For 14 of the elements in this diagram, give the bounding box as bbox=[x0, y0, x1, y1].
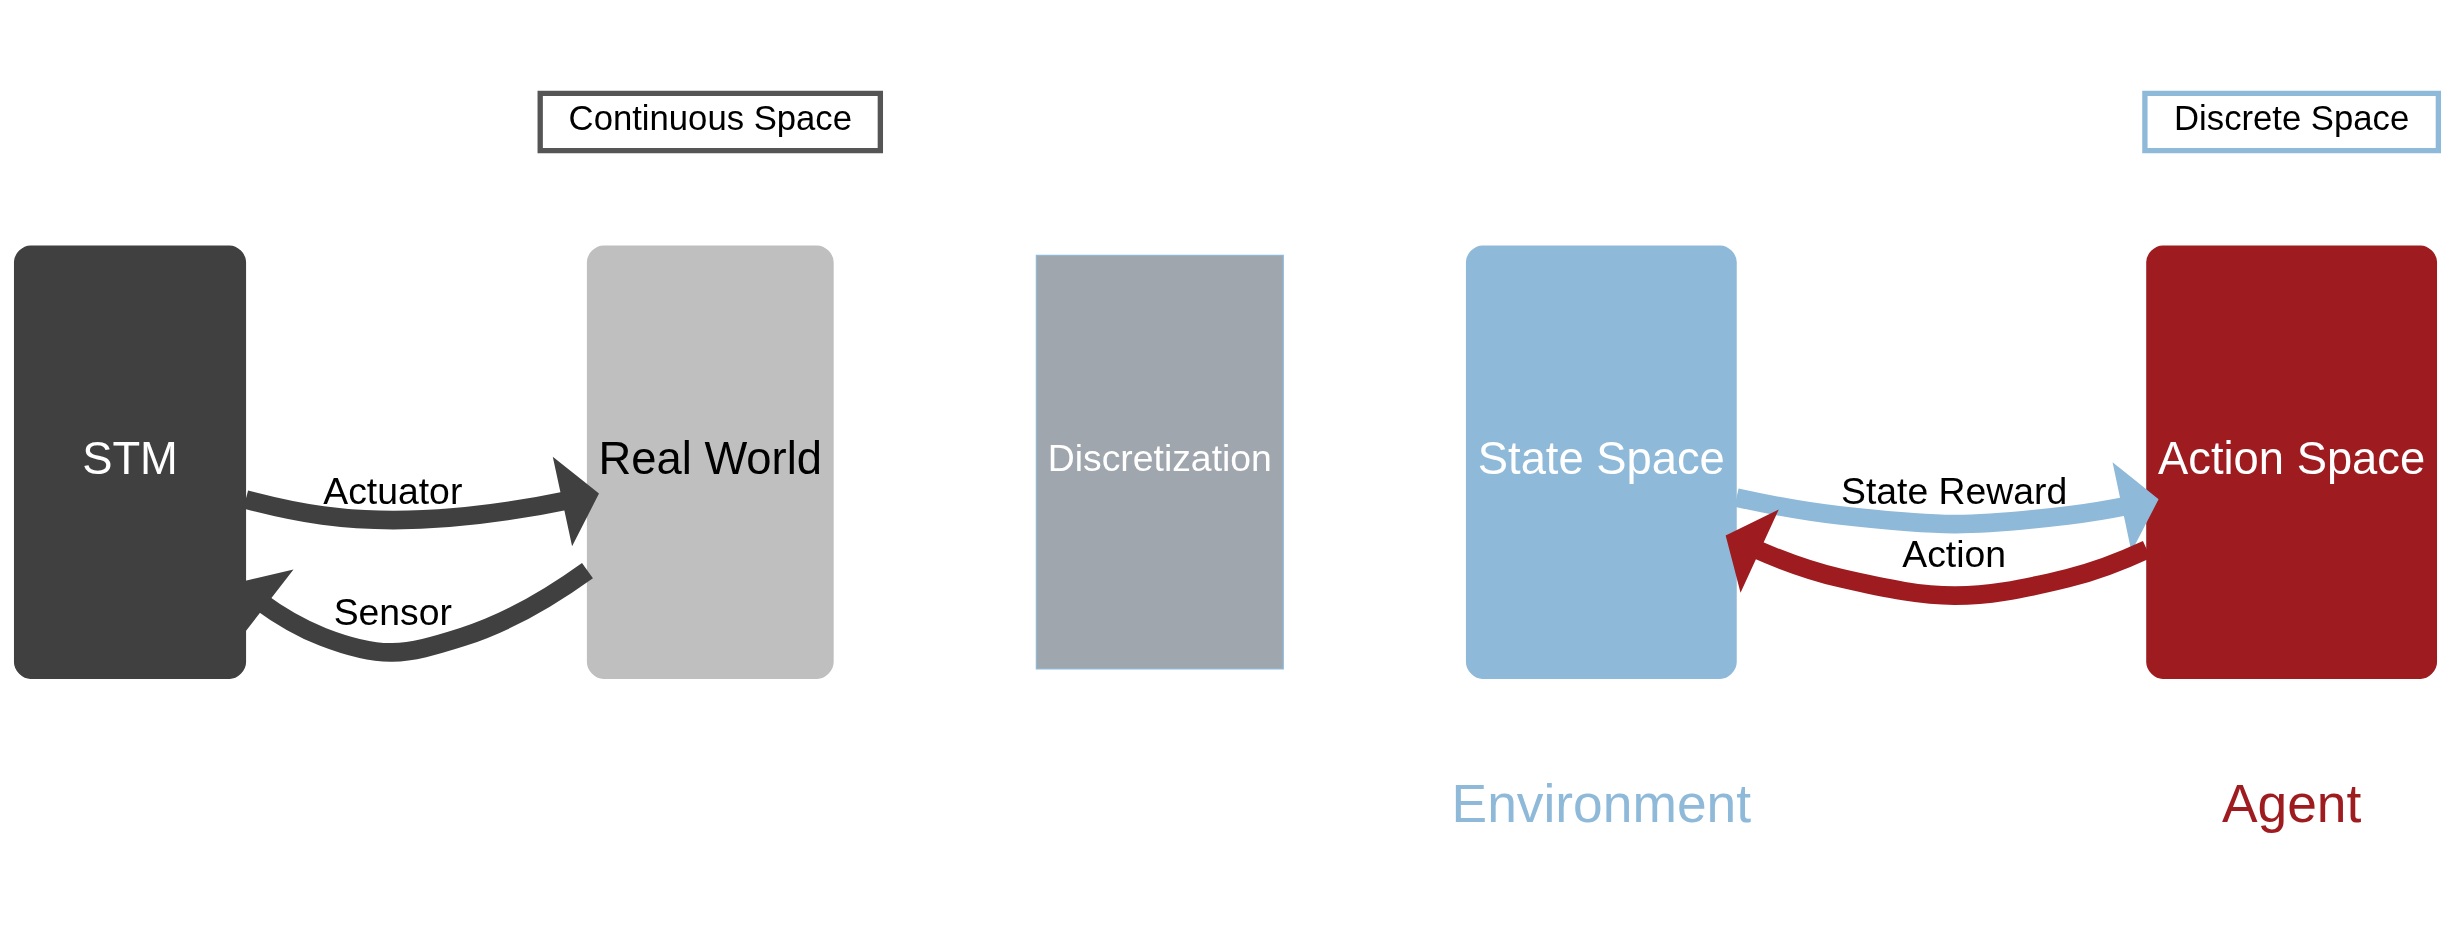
node-box: Discrete Space bbox=[2142, 90, 2442, 154]
edge-label: Sensor bbox=[333, 591, 452, 634]
label: Agent bbox=[2221, 774, 2362, 834]
node-box: Discretization bbox=[1035, 254, 1284, 670]
edge-label: Actuator bbox=[323, 470, 463, 513]
edge-label: Action bbox=[1902, 532, 2007, 575]
edge-label: State Reward bbox=[1841, 470, 2068, 513]
node-box: STM bbox=[13, 245, 247, 679]
node-box: Action Space bbox=[2146, 245, 2438, 679]
label: Environment bbox=[1451, 774, 1752, 834]
node-box: Continuous Space bbox=[537, 90, 883, 154]
node-box: Real World bbox=[586, 245, 834, 679]
arrow bbox=[243, 456, 599, 547]
node-box: State Space bbox=[1465, 245, 1737, 679]
